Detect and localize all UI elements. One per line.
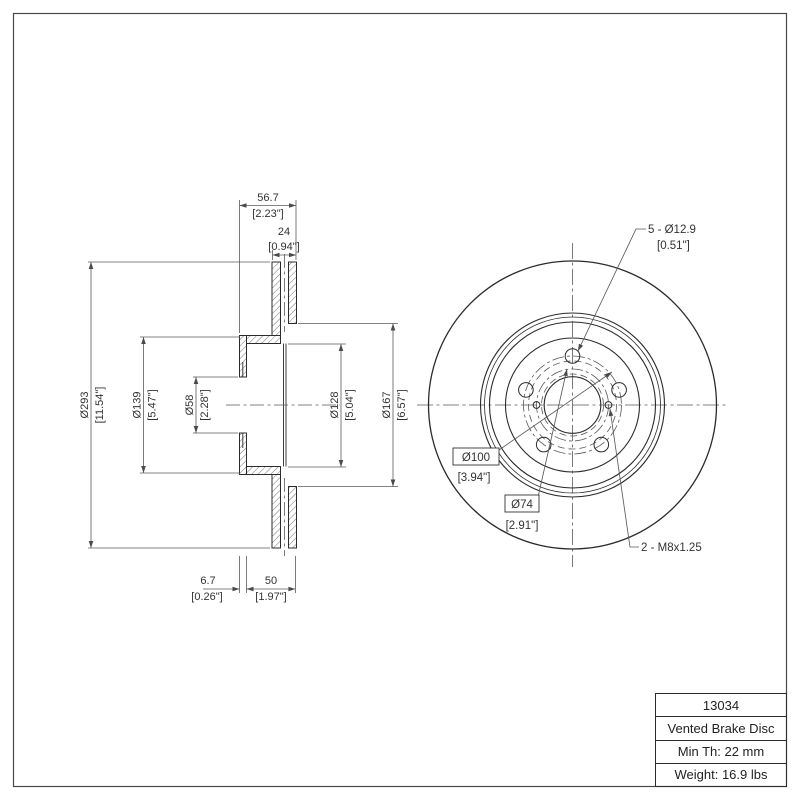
dimension-lines — [90, 205, 394, 590]
outer-diameter-circle — [427, 260, 718, 550]
label-access-circle-in: [2.91"] — [506, 520, 539, 532]
dim-center-bore-in: [2.28"] — [199, 389, 211, 420]
dim-hat-depth-in: [1.97"] — [255, 591, 286, 603]
part-type: Vented Brake Disc — [656, 716, 786, 739]
front-view-labels: 5 - Ø12.9 [0.51"] Ø100 [3.94"] Ø74 [2.91… — [452, 224, 702, 554]
part-number: 13034 — [702, 697, 740, 713]
bolt-circle — [523, 355, 622, 455]
dim-overall-width-mm: 56.7 — [257, 192, 278, 204]
sheet-border — [12, 12, 788, 788]
dimension-arrows — [88, 203, 396, 592]
dim-inner-diameter-mm: Ø128 — [329, 392, 341, 419]
dim-outer-diameter-mm: Ø293 — [79, 392, 91, 419]
access-circle-label-box — [504, 494, 540, 513]
dim-disc-thickness-mm: 24 — [278, 226, 290, 238]
weight: Weight: 16.9 lbs — [656, 762, 786, 786]
section-dimension-labels: 56.7 [2.23"] 24 [0.94"] Ø293 [11.54"] Ø1… — [79, 192, 408, 603]
min-thickness: Min Th: 22 mm — [656, 739, 786, 763]
section-centerlines — [226, 254, 340, 556]
dim-friction-inner-in: [6.57"] — [396, 389, 408, 420]
disc-circles — [427, 260, 718, 550]
bolt-hole — [535, 436, 552, 453]
dim-hat-diameter-mm: Ø139 — [132, 392, 144, 419]
hub-circle — [504, 337, 641, 473]
friction-band-circle-inner — [488, 321, 657, 489]
center-bore-circle — [543, 376, 602, 434]
front-view: 5 - Ø12.9 [0.51"] Ø100 [3.94"] Ø74 [2.91… — [417, 224, 728, 567]
leader-arrows — [563, 343, 614, 417]
front-centerlines — [417, 243, 728, 567]
dim-overall-width-in: [2.23"] — [252, 208, 283, 220]
thread-hole — [604, 401, 613, 409]
access-hole-circle — [536, 368, 609, 442]
bolt-hole — [518, 382, 534, 398]
bolt-hole — [593, 436, 610, 453]
bolt-hole — [611, 382, 627, 398]
dim-disc-thickness-in: [0.94"] — [268, 241, 299, 253]
label-bolt-holes-line2: [0.51"] — [657, 240, 690, 252]
label-bolt-circle-in: [3.94"] — [458, 472, 491, 484]
part-info-table: 13034 Vented Brake Disc Min Th: 22 mm We… — [655, 693, 787, 787]
bolt-hole — [564, 348, 581, 364]
bore-chamfer-dashed — [541, 373, 604, 437]
friction-band-circle-mid — [484, 316, 661, 494]
dim-flange-thickness-in: [0.26"] — [191, 591, 222, 603]
leader-lines — [498, 228, 646, 548]
dim-center-bore-mm: Ø58 — [184, 395, 196, 416]
section-view: 56.7 [2.23"] 24 [0.94"] Ø293 [11.54"] Ø1… — [79, 192, 408, 603]
bolt-holes — [518, 348, 627, 453]
reference-circles — [523, 355, 622, 455]
label-access-circle-mm: Ø74 — [511, 499, 533, 511]
label-thread-holes: 2 - M8x1.25 — [641, 542, 702, 554]
thread-hole — [532, 401, 541, 409]
dim-inner-diameter-in: [5.04"] — [344, 389, 356, 420]
friction-band-circle-outer — [479, 312, 666, 498]
dim-hat-depth-mm: 50 — [265, 575, 277, 587]
hub-contour-dashed — [528, 360, 617, 450]
dim-outer-diameter-in: [11.54"] — [94, 387, 106, 424]
label-bolt-holes-line1: 5 - Ø12.9 — [648, 224, 696, 236]
dim-hat-diameter-in: [5.47"] — [147, 389, 159, 420]
extension-lines — [88, 200, 398, 593]
bolt-circle-label-box — [452, 447, 500, 466]
label-bolt-circle-mm: Ø100 — [462, 452, 490, 464]
dim-flange-thickness-mm: 6.7 — [200, 575, 215, 587]
dim-friction-inner-mm: Ø167 — [381, 392, 393, 419]
section-hatched-body — [239, 261, 297, 549]
